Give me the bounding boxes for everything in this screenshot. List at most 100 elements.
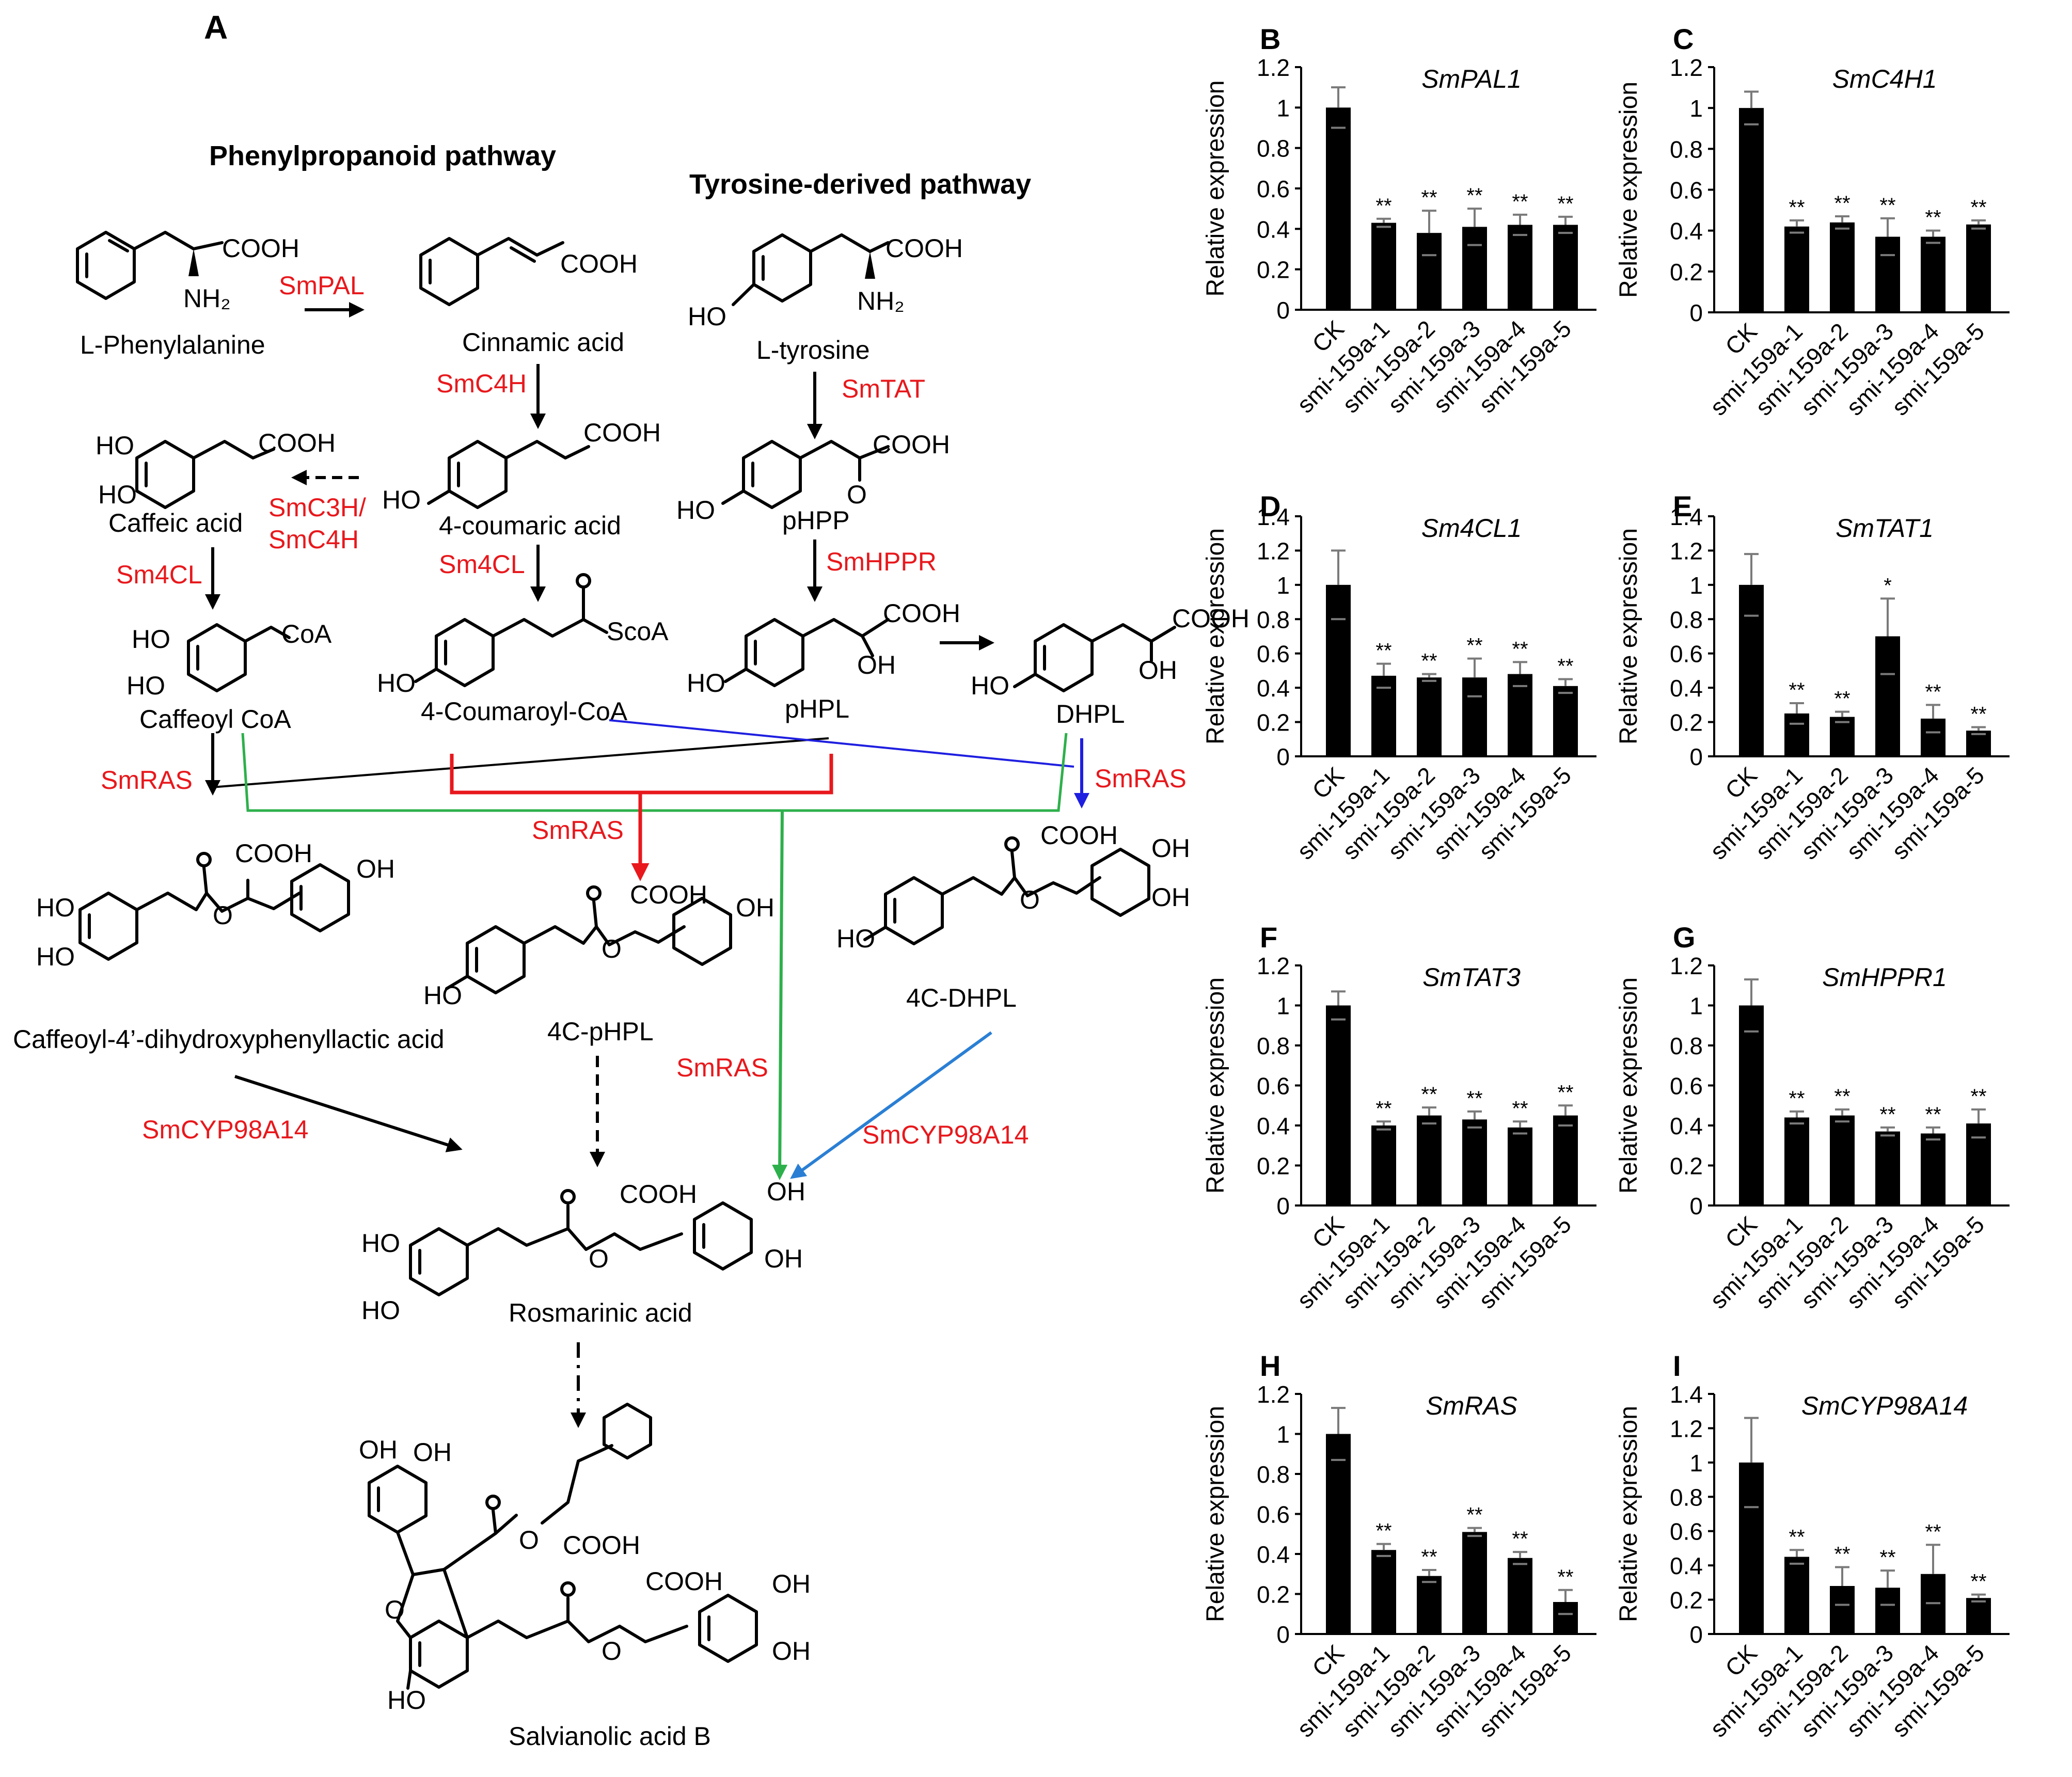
label-cinnamic-acid: Cinnamic acid <box>462 328 624 357</box>
enzyme-sm4cl-left: Sm4CL <box>116 560 202 589</box>
significance-mark: ** <box>1375 640 1391 662</box>
tyr-cooh: COOH <box>885 234 963 263</box>
y-axis-label: Relative expression <box>1615 528 1642 744</box>
panel-letter-b: B <box>1260 23 1280 55</box>
connector-blue <box>609 719 1074 768</box>
significance-mark: ** <box>1466 634 1482 657</box>
y-tick-label: 1 <box>1276 572 1290 599</box>
bar <box>1739 1005 1764 1205</box>
coumaric-cooh: COOH <box>583 418 661 447</box>
structure-4-coumaroyl-coa: ScoA HO <box>377 573 669 697</box>
y-tick-label: 0.6 <box>1257 641 1290 668</box>
y-tick-label: 1.4 <box>1670 503 1703 530</box>
y-tick-label: 0.4 <box>1257 1113 1290 1139</box>
bar <box>1875 236 1900 312</box>
y-tick-label: 1 <box>1689 572 1703 599</box>
bar <box>1784 1117 1809 1205</box>
salb-oh-b: OH <box>413 1438 452 1467</box>
significance-mark: ** <box>1512 1528 1528 1550</box>
significance-mark: ** <box>1557 655 1573 678</box>
y-tick-label: 1.2 <box>1670 54 1703 81</box>
significance-mark: ** <box>1421 1546 1437 1568</box>
c4dhpl-ho: HO <box>836 924 875 953</box>
bar <box>1326 1005 1351 1205</box>
significance-mark: ** <box>1375 195 1391 217</box>
bar <box>1417 1115 1442 1205</box>
y-tick-label: 0.2 <box>1257 709 1290 736</box>
y-tick-label: 0.6 <box>1670 1518 1703 1545</box>
y-tick-label: 0 <box>1689 1193 1703 1219</box>
chart-title: SmPAL1 <box>1421 65 1522 93</box>
structure-l-tyrosine: COOH NH₂ HO <box>688 233 963 331</box>
chart-panel-i: ISmCYP98A1400.20.40.60.811.21.4Relative … <box>1615 1350 2010 1742</box>
significance-mark: ** <box>1512 191 1528 213</box>
cdhpl-ho-top: HO <box>36 893 75 922</box>
salb-oh-d: OH <box>772 1637 811 1665</box>
y-tick-label: 0.8 <box>1257 606 1290 633</box>
ra-o: O <box>589 1244 609 1273</box>
arrow-cdhpl-to-ra <box>234 1075 463 1152</box>
significance-mark: ** <box>1557 1566 1573 1589</box>
y-tick-label: 1.2 <box>1257 537 1290 564</box>
significance-mark: ** <box>1970 1570 1986 1593</box>
salb-o-ester: O <box>519 1526 539 1554</box>
panel-letter-f: F <box>1260 921 1277 954</box>
significance-mark: ** <box>1925 680 1941 703</box>
phpl-ho: HO <box>687 669 725 697</box>
significance-mark: ** <box>1834 688 1850 710</box>
panel-letter-a: A <box>204 9 228 46</box>
salb-o-ester2: O <box>602 1637 622 1665</box>
y-tick-label: 0.4 <box>1670 218 1703 245</box>
y-tick-label: 0 <box>1276 743 1290 770</box>
bar <box>1326 584 1351 756</box>
label-phpl: pHPL <box>785 694 849 723</box>
bar <box>1462 1119 1487 1205</box>
y-tick-label: 0.6 <box>1257 1073 1290 1100</box>
phpp-cooh: COOH <box>873 430 950 459</box>
structure-salvianolic-acid-b: OH OH O COOH O O COOH OH OH HO <box>359 1403 811 1715</box>
significance-mark: ** <box>1970 196 1986 219</box>
label-salvianolic-acid-b: Salvianolic acid B <box>509 1722 711 1751</box>
bar <box>1417 1576 1442 1634</box>
label-4c-phpl: 4C-pHPL <box>547 1017 654 1046</box>
panel-letter-c: C <box>1673 23 1694 55</box>
label-rosmarinic-acid: Rosmarinic acid <box>509 1298 692 1327</box>
bar <box>1921 718 1946 756</box>
chart-title: SmCYP98A14 <box>1801 1391 1968 1420</box>
bar <box>1508 225 1532 310</box>
enzyme-smtat: SmTAT <box>842 374 925 403</box>
coumaroylcoa-scoa: ScoA <box>607 617 669 646</box>
significance-mark: ** <box>1557 193 1573 215</box>
bar <box>1326 107 1351 310</box>
bar <box>1921 236 1946 312</box>
label-4c-dhpl: 4C-DHPL <box>906 983 1017 1012</box>
significance-mark: ** <box>1925 1520 1941 1543</box>
y-tick-label: 0.4 <box>1670 675 1703 702</box>
chart-title: Sm4CL1 <box>1421 514 1522 543</box>
phpl-cooh: COOH <box>883 599 960 628</box>
structure-phpl: COOH OH HO <box>687 599 960 697</box>
y-tick-label: 0 <box>1689 299 1703 326</box>
coumaroylcoa-ho: HO <box>377 669 416 697</box>
y-tick-label: 1 <box>1689 993 1703 1020</box>
structure-cinnamic-acid: COOH <box>419 237 638 306</box>
enzyme-smras-left: SmRAS <box>101 766 193 795</box>
ra-cooh: COOH <box>620 1180 697 1209</box>
y-tick-label: 1.4 <box>1670 1381 1703 1408</box>
label-l-phenylalanine: L-Phenylalanine <box>80 330 265 359</box>
bar <box>1371 1550 1396 1634</box>
phpl-oh: OH <box>857 650 896 679</box>
y-axis-label: Relative expression <box>1615 1406 1642 1622</box>
salb-ho: HO <box>387 1686 426 1715</box>
y-tick-label: 0.2 <box>1670 1587 1703 1614</box>
y-tick-label: 1 <box>1276 1421 1290 1448</box>
y-tick-label: 0.6 <box>1257 176 1290 202</box>
y-tick-label: 0.4 <box>1257 1541 1290 1568</box>
significance-mark: ** <box>1789 1526 1805 1548</box>
panel-letter-h: H <box>1260 1350 1280 1382</box>
tyr-ho: HO <box>688 302 726 331</box>
c4phpl-oh: OH <box>736 893 774 922</box>
label-caffeoyl-coa: Caffeoyl CoA <box>139 705 291 734</box>
bar <box>1326 1434 1351 1634</box>
